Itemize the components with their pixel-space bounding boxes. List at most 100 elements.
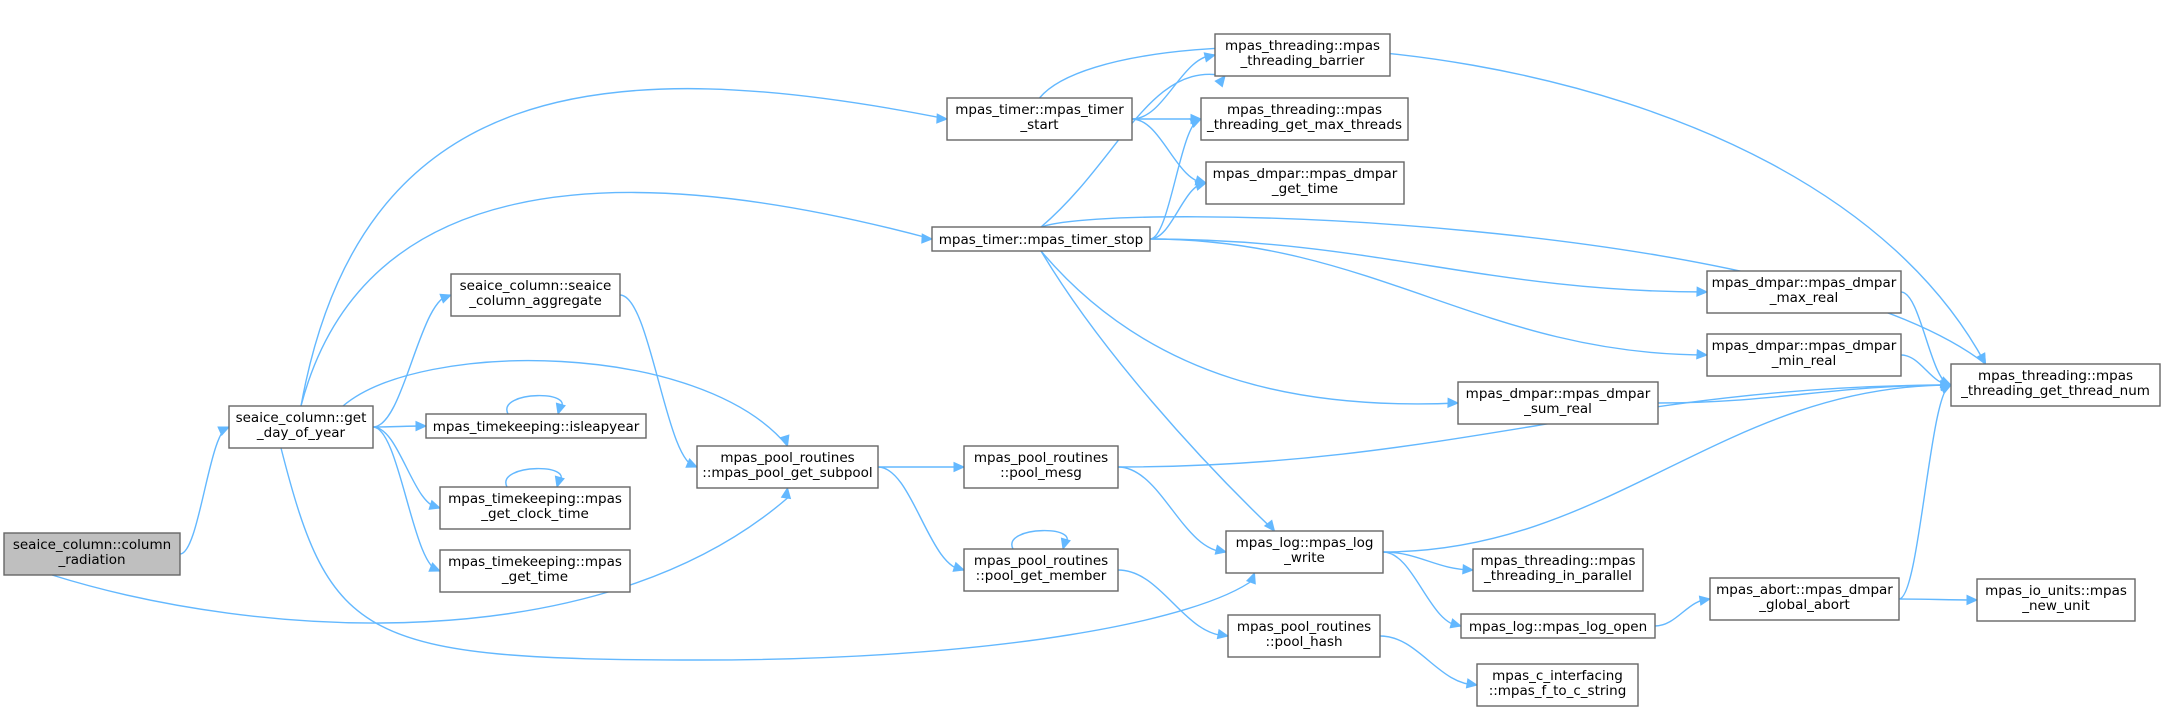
node-get-max-threads[interactable]: mpas_threading::mpas_threading_get_max_t… — [1200, 97, 1409, 141]
node-box — [450, 273, 621, 317]
edge-arrowhead — [921, 233, 934, 244]
node-get-day-of-year[interactable]: seaice_column::get_day_of_year — [228, 405, 374, 449]
edge-arrowhead — [1216, 628, 1230, 640]
node-label-line: _new_unit — [2021, 598, 2090, 614]
call-nodes: seaice_column::column_radiation seaice_co… — [3, 33, 2161, 707]
node-box — [439, 549, 631, 593]
node-label-line: _min_real — [1771, 353, 1837, 369]
edge-arrowhead — [554, 475, 565, 489]
edge-arrowhead — [685, 458, 699, 468]
edge-arrowhead — [1465, 678, 1479, 689]
node-log-open[interactable]: mpas_log::mpas_log_open — [1460, 613, 1656, 639]
node-label-line: mpas_threading::mpas — [1480, 553, 1635, 569]
node-box — [1227, 614, 1381, 658]
node-label-line: mpas_dmpar::mpas_dmpar — [1466, 386, 1651, 402]
node-f-to-c-string[interactable]: mpas_c_interfacing::mpas_f_to_c_string — [1476, 663, 1639, 707]
node-get-thread-num[interactable]: mpas_threading::mpas_threading_get_threa… — [1950, 363, 2161, 407]
edge-line — [1382, 551, 1462, 627]
edge-line — [1382, 384, 1952, 553]
node-label-line: mpas_pool_routines — [1237, 619, 1371, 635]
edge-arrowhead — [428, 562, 442, 572]
node-label-line: _threading_in_parallel — [1483, 568, 1632, 584]
edge-line — [1040, 73, 1226, 228]
call-edge-get_clock_time-to-get_clock_time — [505, 467, 565, 489]
node-label-line: _global_abort — [1758, 597, 1850, 613]
edge-line — [1149, 238, 1708, 356]
node-label-line: ::mpas_f_to_c_string — [1489, 683, 1627, 699]
call-edge-timer_stop-to-get_max_threads — [1149, 118, 1203, 240]
call-edge-get_day_of_year-to-isleapyear — [372, 420, 428, 432]
call-edge-timer_stop-to-sum_real — [1040, 250, 1460, 409]
edge-arrowhead — [1698, 595, 1712, 606]
edge-arrowhead — [1189, 118, 1203, 129]
edge-line — [506, 394, 563, 415]
edge-line — [1131, 118, 1207, 184]
node-label-line: mpas_timer::mpas_timer — [955, 102, 1124, 118]
node-pool-mesg[interactable]: mpas_pool_routines::pool_mesg — [963, 445, 1119, 489]
node-label-line: _threading_get_thread_num — [1960, 383, 2150, 399]
call-edge-log_write-to-threading_in_parallel — [1382, 551, 1475, 575]
node-label-line: mpas_threading::mpas — [1978, 368, 2133, 384]
call-edge-timer_stop-to-max_real — [1149, 238, 1709, 297]
node-box — [1976, 578, 2136, 622]
node-threading-barrier[interactable]: mpas_threading::mpas_threading_barrier — [1214, 33, 1391, 77]
edge-line — [372, 426, 441, 509]
node-sum-real[interactable]: mpas_dmpar::mpas_dmpar_sum_real — [1457, 381, 1659, 425]
node-label-line: mpas_io_units::mpas — [1985, 583, 2127, 599]
node-box — [1476, 663, 1639, 707]
edge-arrowhead — [217, 426, 231, 437]
call-edge-pool_hash-to-f_to_c_string — [1379, 635, 1479, 689]
call-edge-get_day_of_year-to-tk_get_time — [372, 426, 442, 572]
call-edge-timer_stop-to-dmpar_get_time — [1149, 180, 1208, 240]
node-label-line: mpas_log::mpas_log — [1236, 535, 1374, 551]
node-isleapyear[interactable]: mpas_timekeeping::isleapyear — [425, 413, 647, 439]
node-label-line: mpas_pool_routines — [974, 553, 1108, 569]
call-edge-get_day_of_year-to-get_clock_time — [372, 426, 442, 510]
call-edge-timer_stop-to-log_write — [1040, 250, 1276, 532]
node-max-real[interactable]: mpas_dmpar::mpas_dmpar_max_real — [1706, 270, 1902, 314]
edge-line — [280, 447, 1255, 661]
call-edge-column_radiation-to-get_subpool — [51, 486, 792, 624]
edge-line — [877, 466, 965, 571]
node-column-radiation[interactable]: seaice_column::column_radiation — [3, 532, 181, 576]
edge-line — [1011, 529, 1068, 550]
node-label-line: ::mpas_pool_get_subpool — [702, 465, 872, 481]
node-label-line: mpas_timekeeping::mpas — [448, 491, 622, 507]
node-log-write[interactable]: mpas_log::mpas_log_write — [1225, 530, 1384, 574]
node-threading-in-parallel[interactable]: mpas_threading::mpas_threading_in_parall… — [1472, 548, 1644, 592]
node-dmpar-get-time[interactable]: mpas_dmpar::mpas_dmpar_get_time — [1205, 161, 1405, 205]
node-timer-stop[interactable]: mpas_timer::mpas_timer_stop — [931, 226, 1151, 252]
node-box — [228, 405, 374, 449]
node-seaice-column-aggregate[interactable]: seaice_column::seaice_column_aggregate — [450, 273, 621, 317]
node-label-line: _column_aggregate — [468, 293, 602, 309]
edge-arrowhead — [1939, 384, 1953, 395]
edge-line — [1117, 384, 1952, 468]
node-label-line: mpas_c_interfacing — [1492, 668, 1623, 684]
call-edge-pool_mesg-to-log_write — [1117, 466, 1228, 555]
edge-arrowhead — [952, 561, 966, 572]
node-get-clock-time[interactable]: mpas_timekeeping::mpas_get_clock_time — [439, 486, 631, 530]
edge-arrowhead — [779, 434, 790, 448]
edge-arrowhead — [936, 113, 949, 124]
node-new-unit[interactable]: mpas_io_units::mpas_new_unit — [1976, 578, 2136, 622]
node-timer-start[interactable]: mpas_timer::mpas_timer_start — [946, 97, 1133, 141]
edge-line — [1657, 384, 1952, 404]
node-label-line: _max_real — [1769, 290, 1839, 306]
node-pool-get-member[interactable]: mpas_pool_routines::pool_get_member — [963, 548, 1119, 592]
call-edge-pool_get_member-to-pool_get_member — [1011, 529, 1071, 551]
edge-line — [51, 497, 788, 624]
node-label-line: _get_time — [1271, 181, 1338, 197]
edge-line — [1149, 238, 1708, 293]
node-tk-get-time[interactable]: mpas_timekeeping::mpas_get_time — [439, 549, 631, 593]
node-global-abort[interactable]: mpas_abort::mpas_dmpar_global_abort — [1709, 577, 1900, 621]
node-get-subpool[interactable]: mpas_pool_routines::mpas_pool_get_subpoo… — [696, 445, 879, 489]
edge-line — [1040, 250, 1275, 532]
node-label-line: _get_clock_time — [480, 506, 589, 522]
call-edge-get_subpool-to-pool_mesg — [877, 461, 966, 473]
node-pool-hash[interactable]: mpas_pool_routines::pool_hash — [1227, 614, 1381, 658]
node-box — [425, 413, 647, 439]
node-box — [1205, 161, 1405, 205]
node-min-real[interactable]: mpas_dmpar::mpas_dmpar_min_real — [1706, 333, 1902, 377]
edge-arrowhead — [953, 461, 966, 473]
